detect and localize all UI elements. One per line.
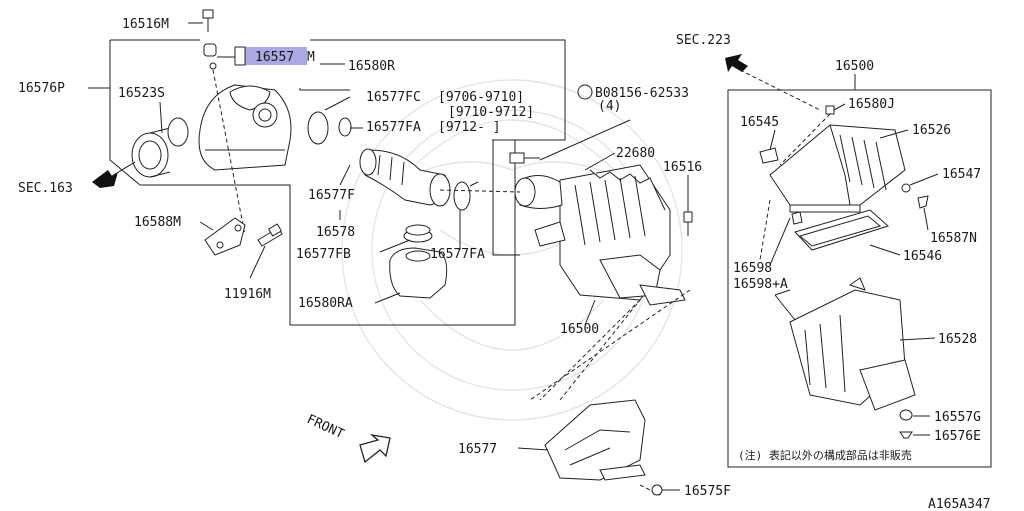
part-16588M-bracket — [204, 217, 246, 256]
left-group-box — [109, 39, 566, 326]
label-16516: 16516 — [663, 160, 702, 175]
dash-right-2 — [759, 199, 771, 261]
part-16516M-screw — [202, 9, 214, 32]
bolt-symbol-icon — [577, 84, 593, 100]
part-16546-filter — [794, 209, 889, 251]
part-16577FA-clamp — [453, 181, 479, 211]
label-16598: 16598 — [733, 261, 772, 276]
label-16546: 16546 — [903, 249, 942, 264]
part-16526-upper-cover — [769, 124, 906, 213]
part-11916M-bolt — [257, 223, 283, 247]
label-range-2: [9710-9712] — [448, 105, 534, 120]
label-16500-top: 16500 — [835, 59, 874, 74]
part-16528-lower-case — [789, 277, 916, 411]
label-16500-middle: 16500 — [560, 322, 599, 337]
label-22680: 22680 — [616, 146, 655, 161]
dash-right-1 — [779, 113, 831, 166]
label-16576E: 16576E — [934, 429, 981, 444]
label-16557M: 16557 — [255, 50, 294, 65]
part-16577-bracket — [544, 399, 646, 481]
part-16580J-clip — [825, 105, 835, 115]
label-16577: 16577 — [458, 442, 497, 457]
label-16580J: 16580J — [848, 97, 895, 112]
right-exploded-box — [727, 89, 992, 468]
part-16557G-grommet — [899, 409, 913, 421]
middle-air-cleaner-16500 — [492, 140, 686, 306]
label-16580RA: 16580RA — [298, 296, 353, 311]
part-16545-label — [759, 147, 779, 164]
label-16528: 16528 — [938, 332, 977, 347]
label-16578: 16578 — [316, 225, 355, 240]
leader-16577fc — [299, 88, 350, 91]
label-16577FC: 16577FC — [366, 90, 421, 105]
highlight-16557M — [245, 47, 307, 65]
label-16516M: 16516M — [122, 17, 169, 32]
label-bolt-qty: (4) — [598, 99, 621, 114]
part-16523S — [131, 117, 189, 178]
arrow-sec223 — [725, 54, 748, 72]
label-16545: 16545 — [740, 115, 779, 130]
part-22680-sensor-bolt — [509, 152, 540, 164]
label-sec223: SEC.223 — [676, 33, 731, 48]
arrow-sec163 — [92, 161, 136, 188]
part-16587N-screw — [917, 195, 929, 209]
callout-box-16557M — [234, 46, 246, 66]
label-16577F: 16577F — [308, 188, 355, 203]
part-16557M-grommet — [203, 43, 246, 236]
dash-16575F — [639, 484, 661, 496]
label-16598A: 16598+A — [733, 277, 788, 292]
dash-duct-to-cleaner — [439, 189, 521, 193]
part-16516-screw — [683, 211, 693, 236]
label-16523S: 16523S — [118, 86, 165, 101]
label-sec163: SEC.163 — [18, 181, 73, 196]
label-16577FA-top: 16577FA — [366, 120, 421, 135]
label-16526: 16526 — [912, 123, 951, 138]
part-16576E-grommet — [899, 431, 913, 439]
label-16587N: 16587N — [930, 231, 977, 246]
part-16547-washer — [901, 183, 911, 193]
part-16575F-clip — [651, 484, 663, 496]
part-16598-clip — [791, 211, 803, 225]
label-bolt-number: B08156-62533 — [595, 86, 689, 101]
label-16557G: 16557G — [934, 410, 981, 425]
dash-cleaner-to-bracket — [539, 299, 641, 401]
label-16575F: 16575F — [684, 484, 731, 499]
part-16580RA-resonator — [389, 247, 448, 299]
label-16576P: 16576P — [18, 81, 65, 96]
label-note: (注) 表記以外の構成部品は非販売 — [738, 448, 912, 462]
label-16580R: 16580R — [348, 59, 395, 74]
part-clamp-16577FC — [307, 111, 352, 145]
part-16577F-duct — [359, 148, 451, 207]
label-front: FRONT — [304, 412, 346, 442]
label-16588M: 16588M — [134, 215, 181, 230]
label-11916M: 11916M — [224, 287, 271, 302]
label-16547: 16547 — [942, 167, 981, 182]
label-range-1: [9706-9710] — [438, 90, 524, 105]
front-arrow — [359, 433, 391, 464]
label-range-3: [9712- ] — [438, 120, 501, 135]
label-16577FA: 16577FA — [430, 247, 485, 262]
part-16576P — [198, 84, 292, 171]
part-16577FB-clamp — [403, 224, 433, 243]
dash-cleaner-to-bracket-3 — [529, 289, 691, 401]
label-16577FB: 16577FB — [296, 247, 351, 262]
dash-cleaner-to-bracket-2 — [559, 299, 641, 401]
label-16557M-suffix: M — [307, 50, 315, 65]
leader-lines — [88, 22, 939, 491]
label-figure-id: A165A347 — [928, 497, 991, 511]
